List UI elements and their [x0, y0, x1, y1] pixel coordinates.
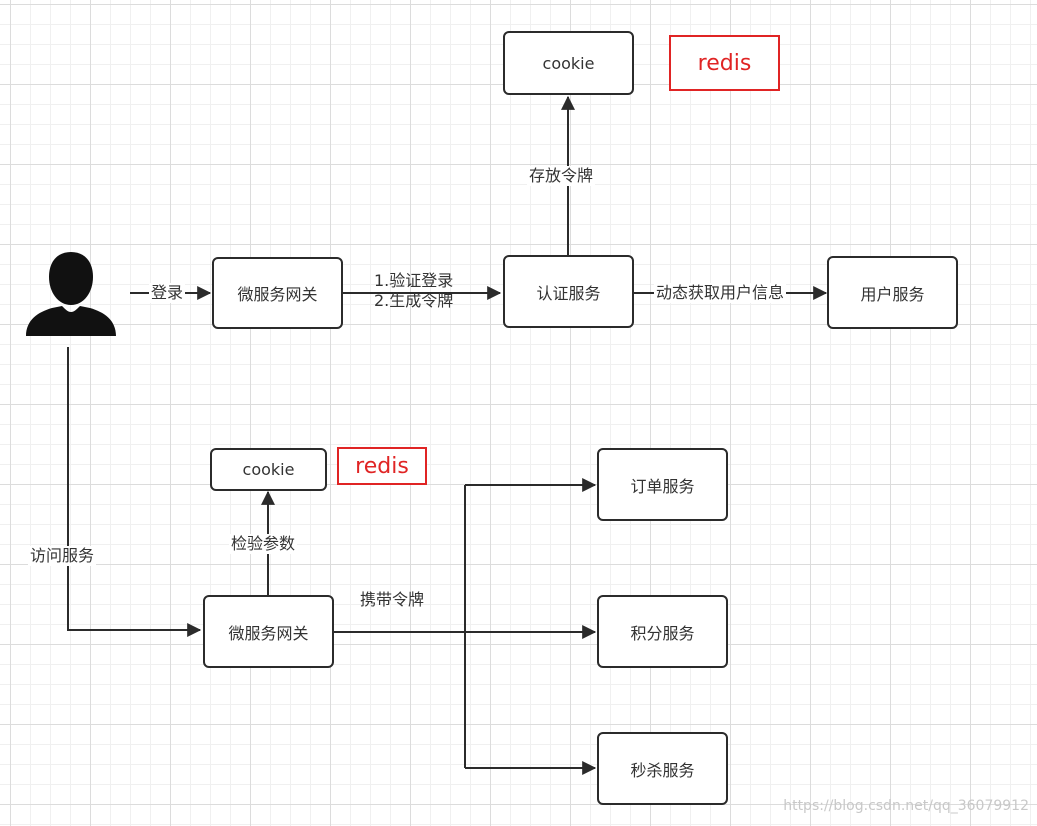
user-icon [26, 252, 116, 336]
order-service-label: 订单服务 [630, 476, 695, 496]
edge-carry-token-label: 携带令牌 [360, 590, 425, 609]
order-service-box: 订单服务 [597, 448, 728, 521]
edge-store-token-label: 存放令牌 [527, 166, 596, 186]
top-redis-label: redis [697, 50, 752, 76]
edge-login-label: 登录 [149, 283, 186, 303]
top-gateway-box: 微服务网关 [212, 257, 343, 329]
user-service-box: 用户服务 [827, 256, 958, 329]
edge-access [67, 347, 202, 637]
bottom-cookie-box: cookie [210, 448, 327, 491]
top-redis-box: redis [669, 35, 780, 91]
user-service-label: 用户服务 [860, 284, 925, 304]
edge-verify-line1: 1.验证登录 [374, 271, 454, 290]
top-cookie-label: cookie [542, 53, 595, 73]
auth-service-label: 认证服务 [536, 283, 601, 303]
seckill-service-label: 秒杀服务 [630, 760, 695, 780]
bottom-cookie-label: cookie [242, 460, 295, 479]
points-service-label: 积分服务 [630, 623, 695, 643]
top-gateway-label: 微服务网关 [237, 285, 318, 304]
seckill-service-box: 秒杀服务 [597, 732, 728, 805]
edge-access-label: 访问服务 [28, 546, 97, 566]
bottom-redis-box: redis [337, 447, 427, 485]
top-cookie-box: cookie [503, 31, 634, 95]
bottom-redis-label: redis [355, 453, 409, 479]
watermark: https://blog.csdn.net/qq_36079912 [783, 798, 1029, 814]
edge-fetch-user-label: 动态获取用户信息 [654, 283, 787, 303]
edge-verify-label: 1.验证登录 2.生成令牌 [372, 271, 455, 311]
points-service-box: 积分服务 [597, 595, 728, 668]
auth-service-box: 认证服务 [503, 255, 634, 328]
bottom-gateway-box: 微服务网关 [203, 595, 334, 668]
edge-verify-line2: 2.生成令牌 [374, 291, 454, 310]
edge-check-params-label: 检验参数 [229, 534, 298, 554]
bottom-gateway-label: 微服务网关 [228, 623, 309, 643]
